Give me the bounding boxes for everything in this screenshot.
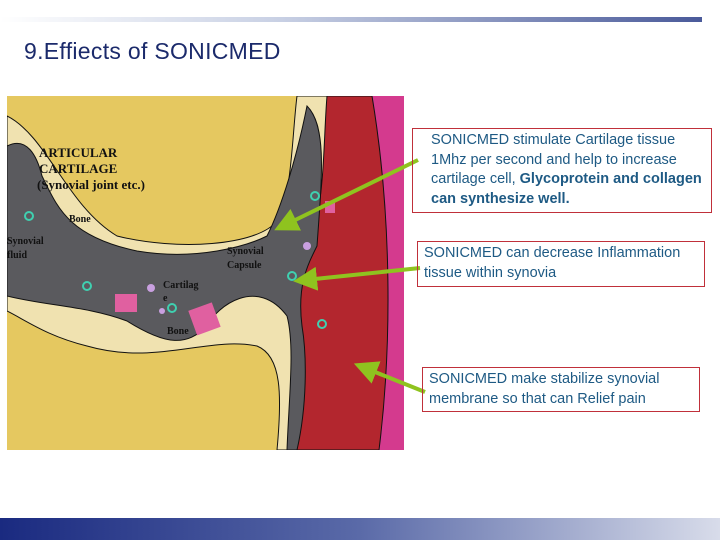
label-articular: ARTICULAR: [39, 145, 118, 160]
label-synovial-capsule: Synovial: [227, 246, 264, 257]
callout-cartilage: SONICMED stimulate Cartilage tissue 1Mhz…: [412, 128, 712, 213]
label-synovial-fluid: Synovial: [7, 236, 44, 247]
label-cartilage: CARTILAGE: [39, 161, 117, 176]
top-divider: [0, 17, 702, 22]
label-synovial-capsule-2: Capsule: [227, 260, 262, 271]
callout-inflammation: SONICMED can decrease Inflammation tissu…: [417, 241, 705, 287]
slide-title: 9.Effiects of SONICMED: [24, 38, 281, 64]
label-cartilage-small: Cartilag: [163, 280, 199, 291]
label-synovial-joint: (Synovial joint etc.): [37, 177, 145, 192]
label-cartilage-small-2: e: [163, 293, 168, 304]
label-bone-top: Bone: [69, 214, 91, 225]
label-bone-bottom: Bone: [167, 326, 189, 337]
callout-membrane: SONICMED make stabilize synovial membran…: [422, 367, 700, 412]
bottom-bar: [0, 518, 720, 540]
label-synovial-fluid-2: fluid: [7, 250, 27, 261]
synovial-joint-illustration: ARTICULAR CARTILAGE (Synovial joint etc.…: [7, 96, 404, 450]
